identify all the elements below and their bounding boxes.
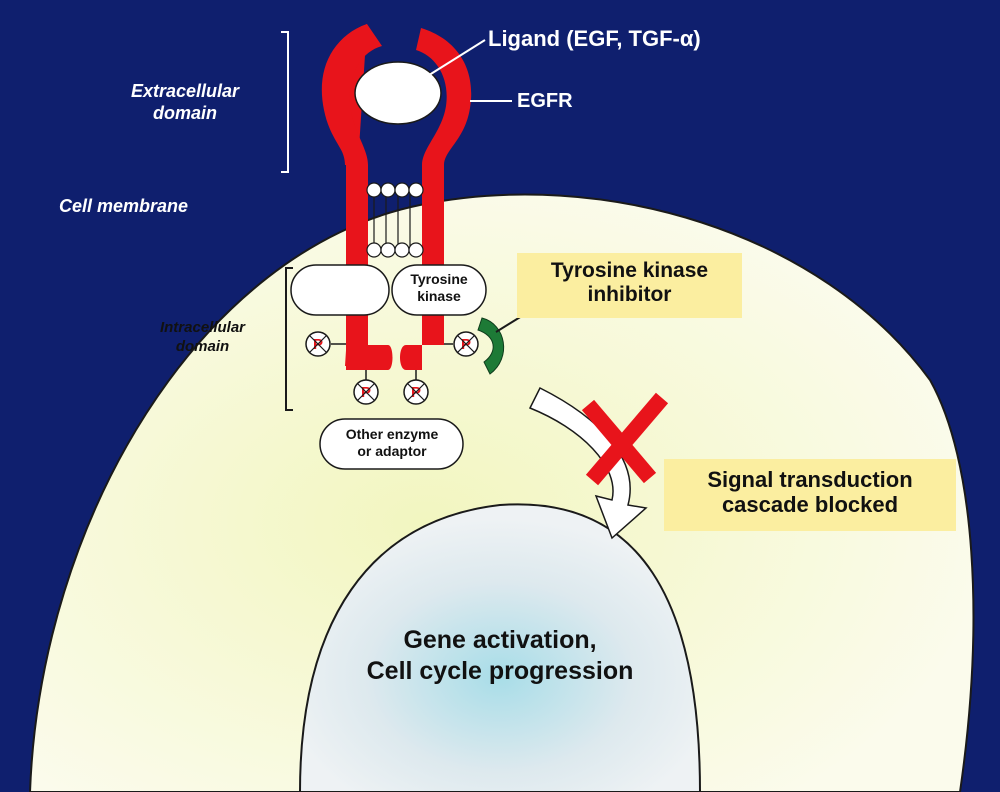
- tyrosine-kinase-domain: [391, 264, 487, 316]
- nucleus: [298, 503, 702, 792]
- blocked-callout-line-2: cascade blocked: [721, 492, 899, 518]
- nucleus-line-1: Gene activation,: [403, 626, 597, 654]
- other-enzyme-line-2: or adaptor: [357, 443, 427, 459]
- extracellular-domain-label: Extracellular domain: [100, 80, 270, 124]
- extracellular-bracket: [281, 31, 289, 173]
- ligand-label: Ligand (EGF, TGF-α): [488, 26, 701, 51]
- receptor-right-body: [400, 28, 472, 370]
- nucleus-label: Gene activation, Cell cycle progression: [330, 625, 670, 687]
- cell-body: [28, 193, 975, 792]
- tki-callout: Tyrosine kinase inhibitor: [517, 253, 742, 318]
- extracellular-line-2: domain: [152, 103, 217, 123]
- nucleus-line-2: Cell cycle progression: [366, 657, 634, 685]
- intracellular-domain-label: Intracellular domain: [140, 318, 265, 356]
- tyrosine-kinase-line-1: Tyrosine: [410, 271, 468, 287]
- egfr-label: EGFR: [517, 90, 573, 112]
- other-enzyme-line-1: Other enzyme: [345, 426, 439, 442]
- other-enzyme-box: [319, 418, 464, 470]
- intracellular-bracket: [285, 267, 293, 411]
- lipid-bilayer: [366, 182, 424, 258]
- phosphate-icon: P: [305, 331, 331, 357]
- tki-callout-line-2: inhibitor: [587, 283, 672, 307]
- intracellular-line-2: domain: [175, 338, 230, 355]
- left-kinase-domain: [290, 264, 390, 316]
- ligand-leader-line: [417, 39, 486, 83]
- tyrosine-kinase-label: Tyrosine kinase: [393, 271, 485, 305]
- blocked-x-icon: [581, 392, 669, 486]
- ligand-ellipse: [354, 61, 442, 125]
- phosphate-icon: P: [403, 379, 429, 405]
- receptor-left-body: [321, 24, 393, 370]
- extracellular-line-1: Extracellular: [130, 81, 240, 101]
- tyrosine-kinase-line-2: kinase: [417, 288, 461, 304]
- intracellular-line-1: Intracellular: [159, 319, 246, 336]
- blocked-callout-line-1: Signal transduction: [707, 467, 913, 492]
- phosphate-icon: P: [453, 331, 479, 357]
- tki-callout-line-1: Tyrosine kinase: [550, 259, 709, 282]
- phosphate-connectors: [331, 343, 453, 380]
- blocked-callout: Signal transduction cascade blocked: [664, 459, 956, 531]
- cell-membrane-label: Cell membrane: [59, 196, 189, 216]
- other-enzyme-label: Other enzyme or adaptor: [322, 426, 462, 460]
- phosphate-layer: PPPP: [305, 331, 479, 405]
- phosphate-icon: P: [353, 379, 379, 405]
